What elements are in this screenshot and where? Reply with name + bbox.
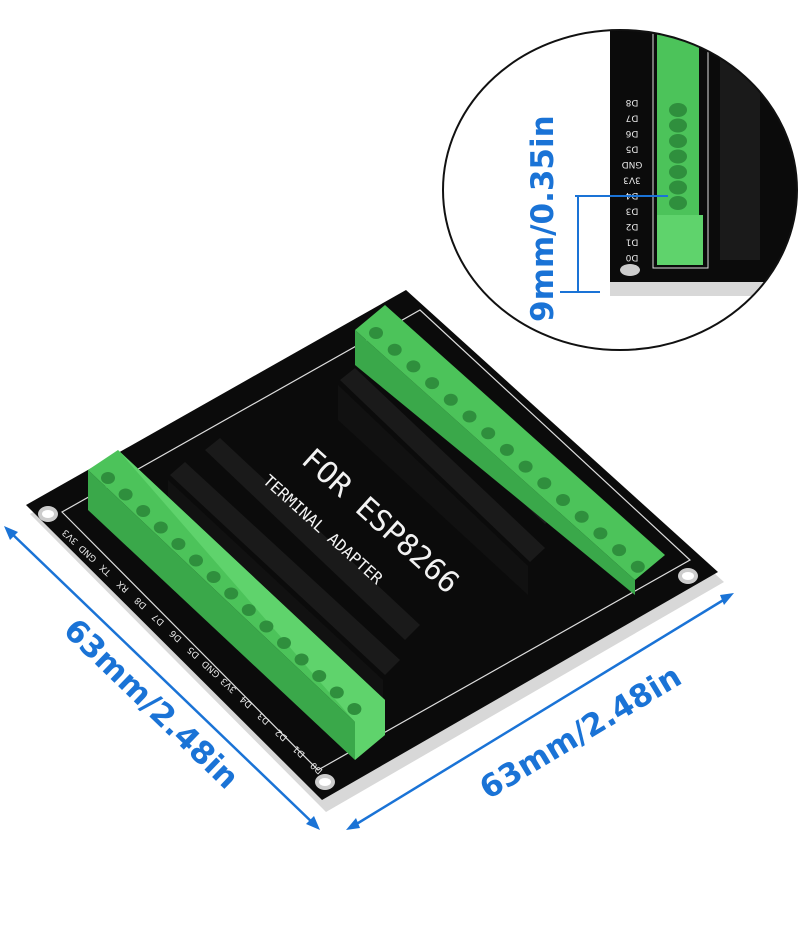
- screw-hole: [387, 343, 402, 356]
- screw-hole: [347, 703, 362, 715]
- terminal-block-right: [355, 305, 665, 595]
- screw-hole: [537, 477, 552, 490]
- screw-hole: [294, 653, 309, 666]
- screw-hole: [312, 670, 327, 682]
- inset-pin-label: D5: [626, 144, 639, 154]
- inset-pin-label: 3V3: [623, 175, 641, 185]
- screw-hole: [118, 488, 133, 501]
- terminal-screws: [101, 327, 645, 715]
- screw-hole: [241, 604, 256, 616]
- screw-hole: [669, 103, 687, 117]
- screw-hole: [425, 377, 440, 390]
- screw-hole: [224, 587, 239, 600]
- screw-hole: [443, 393, 458, 406]
- screw-hole: [669, 149, 687, 164]
- screw-hole: [153, 521, 168, 534]
- screw-hole: [277, 637, 291, 649]
- screw-hole: [462, 410, 477, 423]
- inset-pin-label: D2: [626, 221, 639, 231]
- screw-hole: [669, 180, 687, 195]
- screw-hole: [259, 620, 274, 633]
- screw-hole: [101, 472, 115, 484]
- screw-hole: [669, 165, 687, 179]
- screw-hole: [612, 544, 627, 557]
- inset-pin-label: D0: [625, 252, 638, 262]
- inset-pin-label: D8: [625, 97, 638, 107]
- screw-hole: [556, 494, 570, 506]
- screw-hole: [136, 505, 151, 517]
- screw-hole: [206, 571, 221, 583]
- screw-hole: [406, 360, 421, 373]
- screw-hole: [630, 560, 645, 573]
- screw-hole: [574, 510, 589, 523]
- screw-hole: [481, 427, 496, 440]
- screw-hole: [669, 134, 687, 148]
- inset-pin-label: D1: [626, 237, 639, 247]
- pcb-board: [26, 290, 724, 812]
- dimension-label-height: 9mm/0.35in: [525, 115, 561, 322]
- screw-hole: [171, 538, 186, 550]
- inset-pin-label: D7: [626, 113, 639, 123]
- screw-hole: [189, 554, 203, 567]
- screw-hole: [669, 118, 687, 133]
- screw-hole: [499, 443, 514, 456]
- screw-hole: [329, 686, 344, 699]
- terminal-block-left: [88, 450, 385, 760]
- inset-pin-label: D3: [626, 206, 639, 216]
- screw-hole: [669, 196, 687, 210]
- inset-pin-label: GND: [622, 159, 643, 169]
- screw-hole: [369, 327, 383, 339]
- inset-pin-label: D6: [625, 128, 638, 138]
- screw-hole: [518, 460, 533, 473]
- screw-hole: [593, 527, 608, 540]
